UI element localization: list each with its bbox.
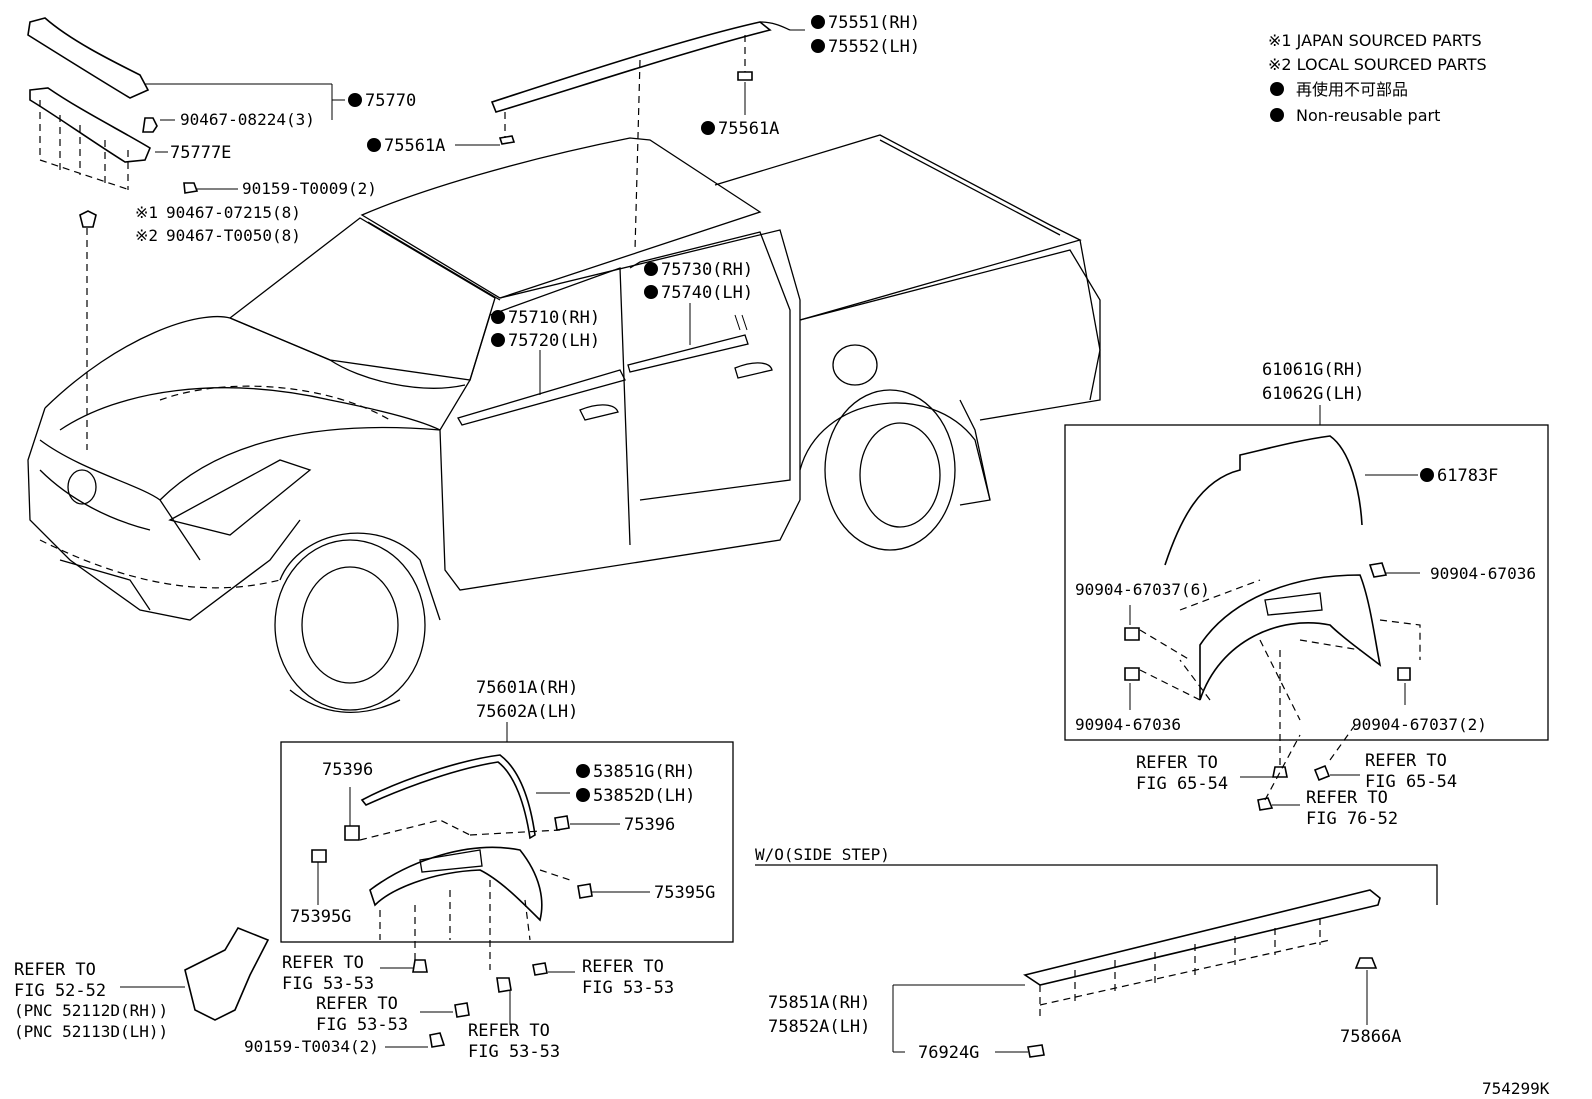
refer-label[interactable]: REFER TO — [14, 960, 96, 980]
part-label[interactable]: 90904-67037(2) — [1352, 715, 1487, 734]
non-reusable-dot-icon — [367, 138, 381, 152]
non-reusable-dot-icon — [1420, 468, 1434, 482]
fig-ref[interactable]: FIG 53-53 — [316, 1015, 408, 1035]
part-label[interactable]: 75777E — [170, 143, 231, 163]
diagram-id: 754299K — [1482, 1079, 1550, 1098]
non-reusable-dot-icon — [348, 93, 362, 107]
non-reusable-dot-icon — [491, 333, 505, 347]
part-label[interactable]: 75602A(LH) — [476, 702, 578, 722]
front-fender-box — [280, 722, 734, 1048]
part-label[interactable]: 75730(RH) — [661, 260, 753, 280]
note-local-sourced: ※2 LOCAL SOURCED PARTS — [1268, 55, 1487, 74]
non-reusable-dot-icon — [1270, 82, 1284, 96]
fig-ref[interactable]: FIG 53-53 — [582, 978, 674, 998]
part-label[interactable]: 61061G(RH) — [1262, 360, 1364, 380]
part-label[interactable]: 90159-T0034(2) — [244, 1037, 379, 1056]
source-mark: ※2 — [135, 226, 158, 245]
refer-label[interactable]: REFER TO — [1365, 751, 1447, 771]
fig-ref[interactable]: FIG 65-54 — [1136, 774, 1228, 794]
part-label[interactable]: 75396 — [322, 760, 373, 780]
refer-label[interactable]: REFER TO — [1136, 753, 1218, 773]
part-label[interactable]: 90467-08224(3) — [180, 110, 315, 129]
fig-ref[interactable]: FIG 76-52 — [1306, 809, 1398, 829]
non-reusable-dot-icon — [644, 285, 658, 299]
non-reusable-dot-icon — [701, 121, 715, 135]
side-step-group — [755, 864, 1438, 1058]
part-label[interactable]: 75852A(LH) — [768, 1017, 870, 1037]
non-reusable-dot-icon — [644, 262, 658, 276]
refer-label[interactable]: REFER TO — [1306, 788, 1388, 808]
part-label[interactable]: 75396 — [624, 815, 675, 835]
notes-legend: ※1 JAPAN SOURCED PARTS ※2 LOCAL SOURCED … — [1268, 31, 1487, 125]
part-label[interactable]: 61783F — [1437, 466, 1498, 486]
fig-ref[interactable]: FIG 52-52 — [14, 981, 106, 1001]
rear-fender-box — [1064, 405, 1549, 811]
part-label[interactable]: 90904-67036 — [1430, 564, 1536, 583]
refer-label[interactable]: REFER TO — [316, 994, 398, 1014]
part-label[interactable]: 90467-T0050(8) — [166, 226, 301, 245]
source-mark: ※1 — [135, 203, 158, 222]
refer-label[interactable]: REFER TO — [468, 1021, 550, 1041]
refer-label[interactable]: REFER TO — [582, 957, 664, 977]
part-label[interactable]: 76924G — [918, 1043, 979, 1063]
fig-ref[interactable]: FIG 53-53 — [468, 1042, 560, 1062]
pnc-label: (PNC 52113D(LH)) — [14, 1022, 168, 1041]
part-label[interactable]: 75720(LH) — [508, 331, 600, 351]
part-label[interactable]: 61062G(LH) — [1262, 384, 1364, 404]
non-reusable-dot-icon — [811, 15, 825, 29]
part-label[interactable]: 90904-67037(6) — [1075, 580, 1210, 599]
refer-label[interactable]: REFER TO — [282, 953, 364, 973]
note-japan-sourced: ※1 JAPAN SOURCED PARTS — [1268, 31, 1482, 50]
side-step-condition: W/O(SIDE STEP) — [755, 845, 890, 864]
part-label[interactable]: 75552(LH) — [828, 37, 920, 57]
part-label[interactable]: 75851A(RH) — [768, 993, 870, 1013]
note-non-reusable-jp: 再使用不可部品 — [1296, 80, 1408, 99]
non-reusable-dot-icon — [811, 39, 825, 53]
part-label[interactable]: 75561A — [384, 136, 445, 156]
mudguard-part — [120, 927, 270, 1021]
part-label[interactable]: 53851G(RH) — [593, 762, 695, 782]
part-label[interactable]: 53852D(LH) — [593, 786, 695, 806]
fig-ref[interactable]: FIG 65-54 — [1365, 772, 1457, 792]
non-reusable-dot-icon — [491, 310, 505, 324]
non-reusable-dot-icon — [1270, 108, 1284, 122]
roof-rail-group — [455, 21, 805, 251]
part-label[interactable]: 75866A — [1340, 1027, 1401, 1047]
part-label[interactable]: 75770 — [365, 91, 416, 111]
part-label[interactable]: 75710(RH) — [508, 308, 600, 328]
part-label[interactable]: 75395G — [654, 883, 715, 903]
part-label[interactable]: 75395G — [290, 907, 351, 927]
truck-illustration — [27, 134, 1101, 713]
part-labels: 75551(RH) 75552(LH) 75561A 75561A 75770 … — [14, 13, 1550, 1098]
fig-ref[interactable]: FIG 53-53 — [282, 974, 374, 994]
part-label[interactable]: 75740(LH) — [661, 283, 753, 303]
non-reusable-dot-icon — [576, 764, 590, 778]
part-label[interactable]: 75551(RH) — [828, 13, 920, 33]
non-reusable-dot-icon — [576, 788, 590, 802]
part-label[interactable]: 75601A(RH) — [476, 678, 578, 698]
note-non-reusable-en: Non-reusable part — [1296, 106, 1440, 125]
hood-protector-group — [27, 17, 345, 450]
part-label[interactable]: 75561A — [718, 119, 779, 139]
part-label[interactable]: 90467-07215(8) — [166, 203, 301, 222]
part-label[interactable]: 90904-67036 — [1075, 715, 1181, 734]
pnc-label: (PNC 52112D(RH)) — [14, 1001, 168, 1020]
part-label[interactable]: 90159-T0009(2) — [242, 179, 377, 198]
